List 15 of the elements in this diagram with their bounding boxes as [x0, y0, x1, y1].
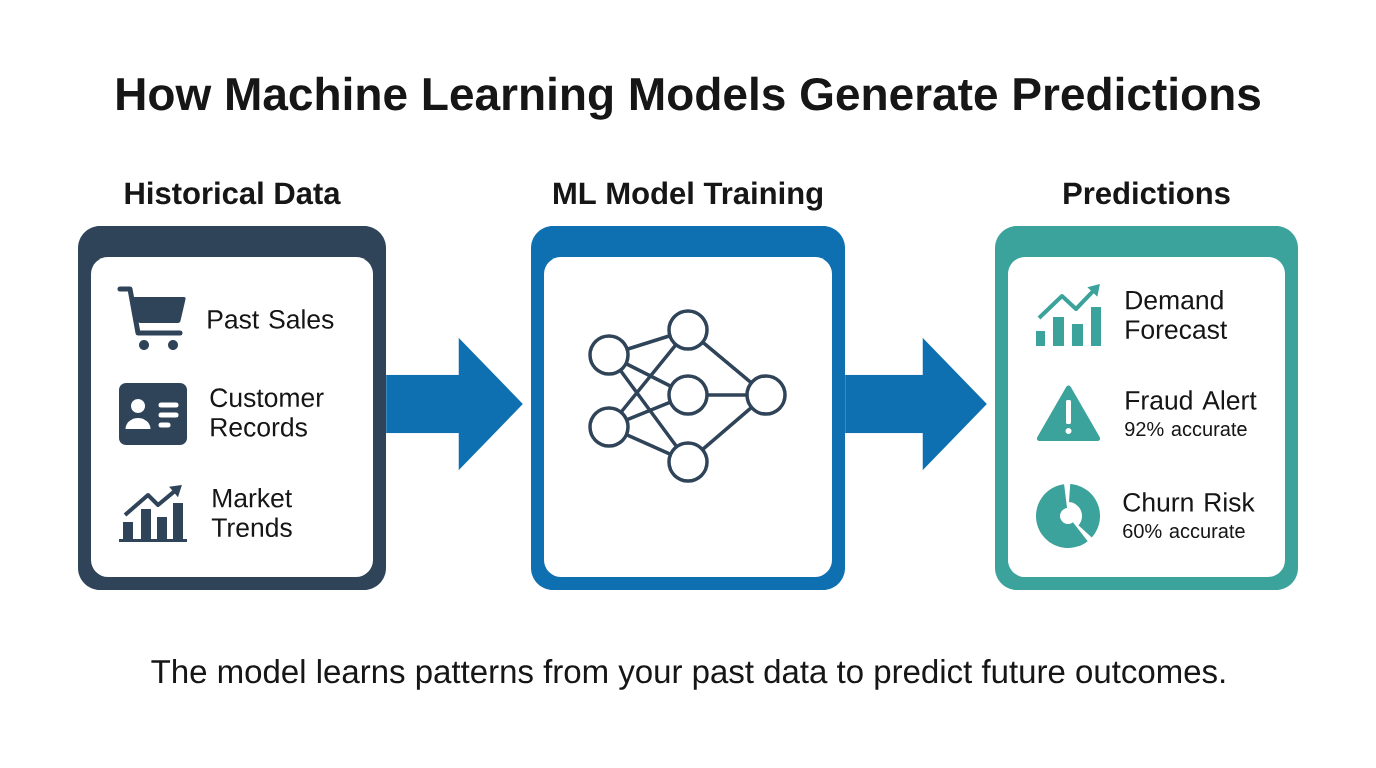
- block-arrow: [386, 337, 523, 471]
- accuracy-note: 60% accurate: [1123, 523, 1245, 539]
- caption: The model learns patterns from your past data to predict future outcomes.: [151, 659, 1225, 690]
- title: How Machine Learning Models Generate Predictions: [117, 76, 1260, 120]
- panel-heading: Historical Data: [125, 181, 341, 205]
- item-label: Past Sales: [208, 309, 334, 329]
- panel-heading: ML Model Training: [554, 181, 822, 211]
- item-label: Demand Forecast: [1126, 290, 1228, 339]
- accuracy-note: 92% accurate: [1125, 421, 1247, 437]
- block-arrow: [845, 337, 987, 471]
- item-label: Customer Records: [210, 388, 324, 437]
- item-label: Fraud Alert: [1126, 390, 1257, 410]
- item-label: Market Trends: [211, 488, 292, 537]
- item-label: Churn Risk: [1123, 492, 1255, 512]
- panel-heading: Predictions: [1064, 181, 1230, 205]
